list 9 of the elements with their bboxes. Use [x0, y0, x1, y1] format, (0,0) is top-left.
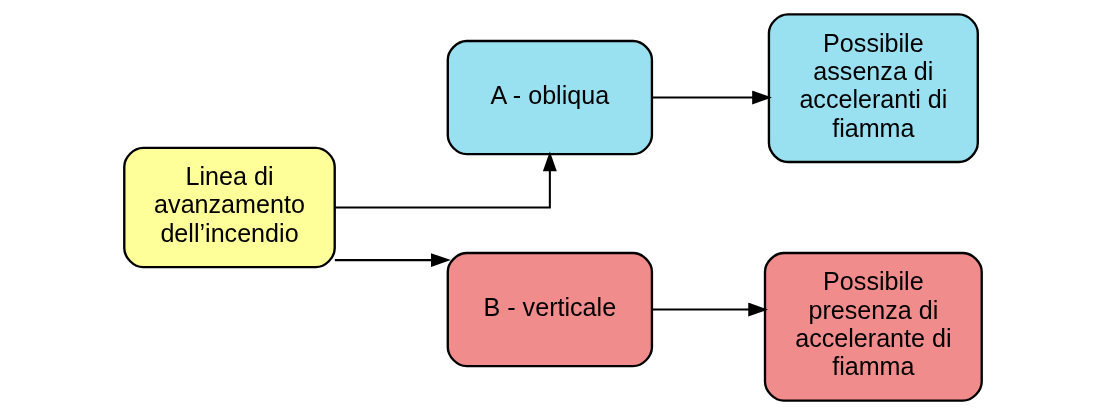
- node-box: Possibile assenza di acceleranti di fiamma: [767, 13, 979, 164]
- arrow: [334, 151, 557, 209]
- arrow: [652, 302, 769, 317]
- arrow: [334, 253, 451, 268]
- node-box: Possibile presenza di accelerante di fiamma: [763, 251, 983, 402]
- node-box: Linea di avanzamento dell’incendio: [123, 146, 336, 269]
- node-box: A - obliqua: [446, 39, 654, 156]
- node-box: B - verticale: [446, 251, 654, 368]
- arrow: [652, 90, 772, 105]
